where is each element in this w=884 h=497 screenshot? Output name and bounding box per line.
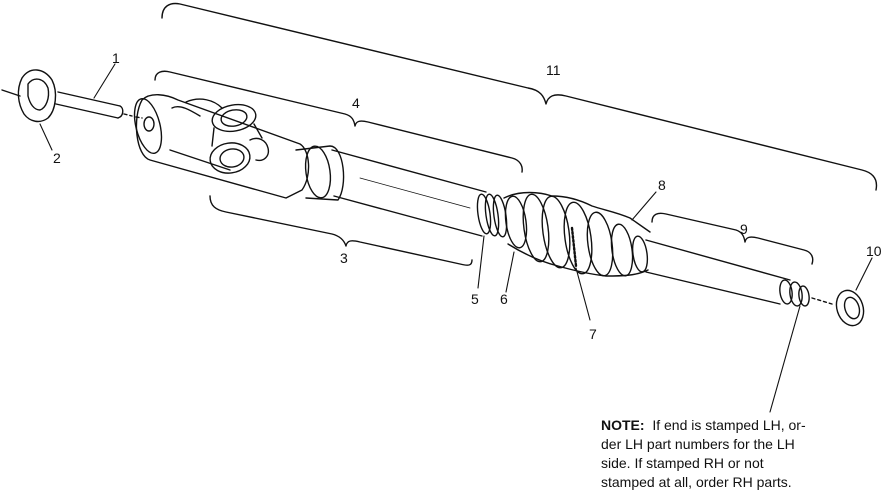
callout-4: 4: [352, 95, 360, 111]
pin-part: [55, 91, 143, 119]
note-text-1: If end is stamped LH, or-: [652, 417, 806, 433]
bracket-4: [154, 70, 523, 173]
callout-11: 11: [546, 62, 561, 78]
main-shaft: [331, 149, 487, 237]
note-line-4: stamped at all, order RH parts.: [601, 474, 792, 490]
bracket-11: [161, 2, 878, 191]
note-line-1: NOTE: If end is stamped LH, or-: [601, 416, 881, 435]
leader-lines: [39, 63, 873, 413]
callout-1: 1: [112, 50, 120, 66]
boot-clamp-part: [570, 226, 578, 268]
bracket-9: [651, 212, 814, 265]
seal-cover-part: [1, 69, 57, 123]
callout-7: 7: [589, 326, 597, 342]
stamping-note: NOTE: If end is stamped LH, or- der LH p…: [601, 416, 881, 492]
cv-boot: [503, 191, 651, 277]
callout-2: 2: [53, 150, 61, 166]
callout-6: 6: [500, 291, 508, 307]
clamp-ring-part: [476, 193, 508, 238]
bracket-3: [209, 195, 473, 266]
tripod-spider: [209, 103, 270, 174]
snap-ring-part: [835, 289, 865, 327]
note-label: NOTE:: [601, 417, 645, 433]
housing-collar: [295, 145, 345, 201]
note-line-2: der LH part numbers for the LH: [601, 436, 795, 452]
callout-10: 10: [866, 243, 882, 259]
outer-joint-housing: [133, 94, 310, 199]
callout-9: 9: [740, 221, 748, 237]
note-line-3: side. If stamped RH or not: [601, 455, 764, 471]
stub-shaft: [645, 239, 833, 307]
callout-3: 3: [340, 250, 348, 266]
callout-5: 5: [471, 291, 479, 307]
callout-8: 8: [658, 177, 666, 193]
